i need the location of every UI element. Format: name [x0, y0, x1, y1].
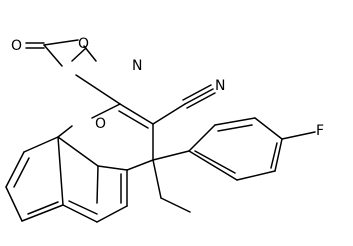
ethyl-group	[152, 159, 191, 213]
fluorine-label: F	[316, 123, 324, 139]
oxaziridine-oxygen-label: O	[78, 36, 89, 52]
fluorophenyl-ring	[152, 117, 316, 181]
pyran-ring	[57, 103, 154, 171]
carbonyl-oxygen-label: O	[11, 38, 22, 54]
naphthalene-rings	[5, 136, 128, 223]
nitrile-nitrogen-label: N	[215, 78, 225, 94]
nitrogen-label: N	[132, 58, 142, 74]
n-c2-bond	[75, 74, 121, 105]
nitrile-group	[152, 84, 216, 125]
oxaziridinone-ring	[25, 39, 97, 67]
ring-oxygen-label: O	[95, 116, 106, 132]
